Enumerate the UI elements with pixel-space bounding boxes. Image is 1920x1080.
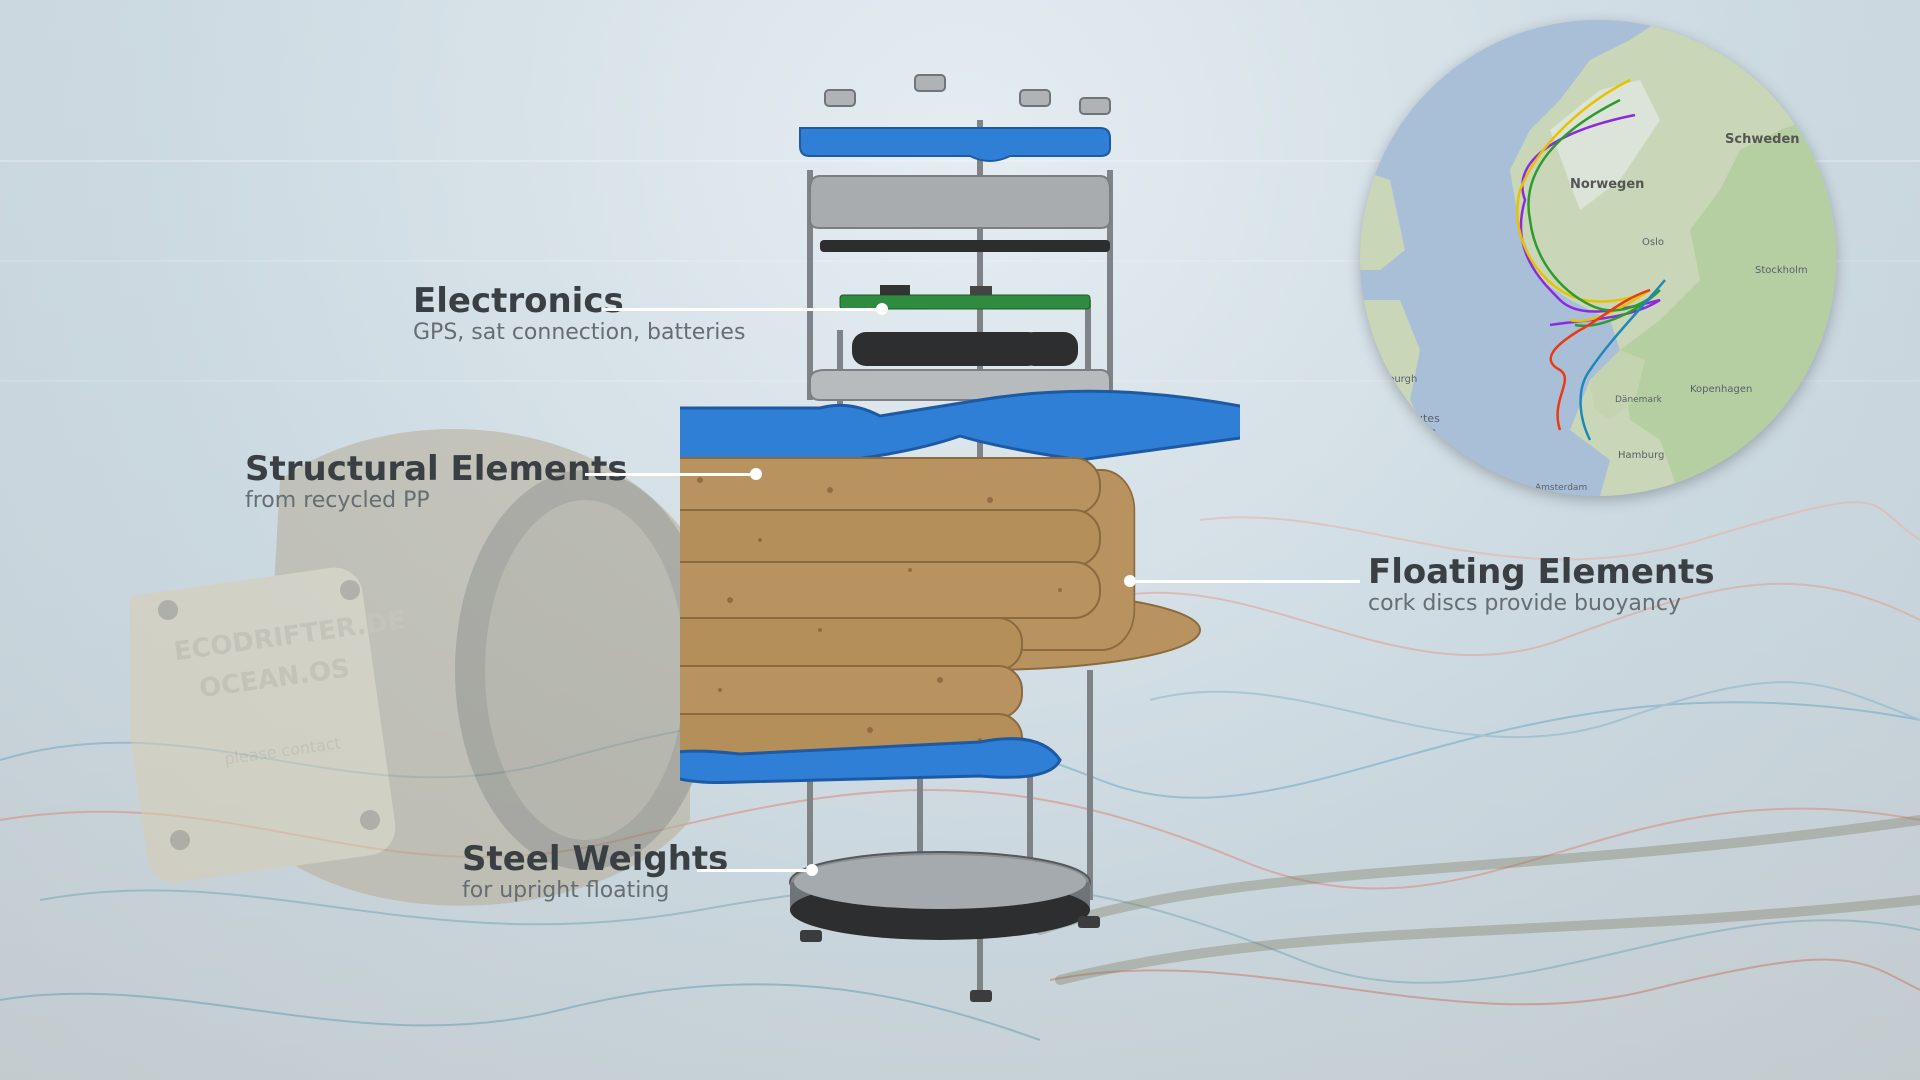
map-label-oslo: Oslo <box>1642 237 1664 248</box>
wave-line <box>0 260 1920 262</box>
weights-subtitle: for upright floating <box>462 878 670 903</box>
background-buoy: ECODRIFTER.DE OCEAN.OS please contact <box>130 429 715 906</box>
map-label-copenhagen: Kopenhagen <box>1690 384 1752 395</box>
map-label-stockholm: Stockholm <box>1755 265 1808 276</box>
leader-line-structural <box>585 473 755 476</box>
leader-dot-floating <box>1124 575 1136 587</box>
map-label-norway: Norwegen <box>1570 177 1644 192</box>
floating-subtitle: cork discs provide buoyancy <box>1368 591 1681 616</box>
electronics-subtitle: GPS, sat connection, batteries <box>413 320 746 345</box>
floating-title: Floating Elements <box>1368 552 1715 592</box>
electronics-title: Electronics <box>413 281 624 321</box>
map-label-amsterdam: Amsterdam <box>1535 483 1587 493</box>
map-label-hamburg: Hamburg <box>1618 450 1664 461</box>
weights-title: Steel Weights <box>462 839 729 879</box>
wave-line <box>0 160 1920 162</box>
callout-electronics: Electronics GPS, sat connection, batteri… <box>413 282 745 346</box>
leader-line-electronics <box>602 308 882 311</box>
map-label-sweden: Schweden <box>1725 132 1800 147</box>
exploded-device <box>680 74 1240 1002</box>
drift-track-map: Norwegen Schweden Oslo Stockholm Kopenha… <box>1360 20 1836 496</box>
leader-dot-electronics <box>876 303 888 315</box>
map-label-denmark: Dänemark <box>1615 395 1663 405</box>
drift-track-1 <box>1516 78 1651 323</box>
callout-floating: Floating Elements cork discs provide buo… <box>1368 553 1715 617</box>
leader-dot-structural <box>750 468 762 480</box>
leader-dot-weights <box>806 864 818 876</box>
leader-line-floating <box>1130 580 1360 583</box>
drift-track-3 <box>1549 288 1651 431</box>
structural-plate-top <box>799 127 1111 162</box>
leader-line-weights <box>697 869 812 872</box>
drift-track-0 <box>1519 113 1661 327</box>
drift-track-4 <box>1579 279 1666 441</box>
callout-weights: Steel Weights for upright floating <box>462 840 728 904</box>
callout-structural: Structural Elements from recycled PP <box>245 450 628 514</box>
structural-subtitle: from recycled PP <box>245 488 430 513</box>
map-label-edinburgh: burgh <box>1388 374 1417 385</box>
map-graphic: Norwegen Schweden Oslo Stockholm Kopenha… <box>1360 20 1836 496</box>
structural-title: Structural Elements <box>245 449 628 489</box>
